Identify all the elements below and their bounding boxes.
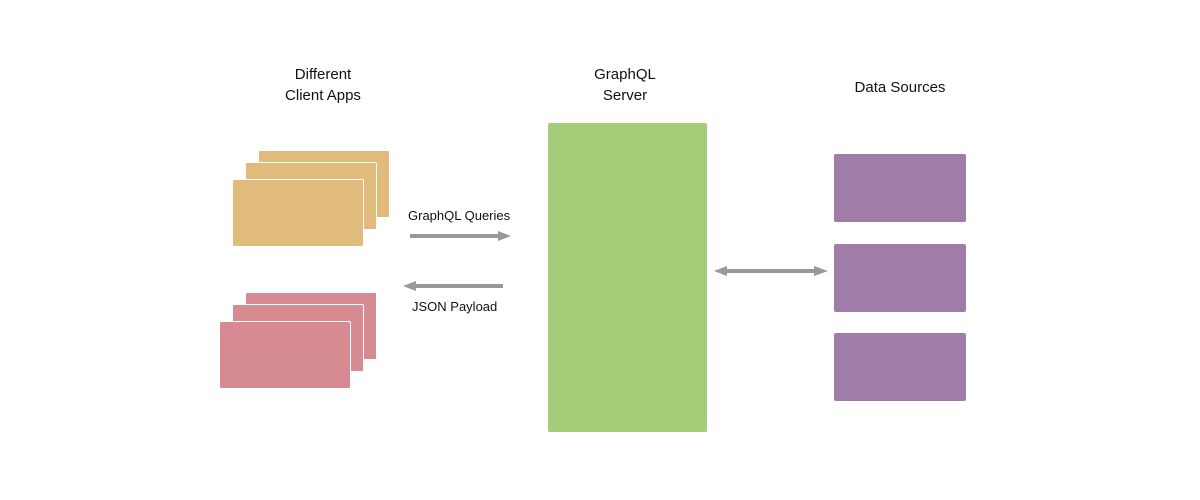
queries-label: GraphQL Queries — [408, 208, 511, 223]
clients-heading: Different Client Apps — [253, 64, 393, 106]
data-source-block-3 — [834, 333, 966, 401]
queries-arrow — [410, 231, 511, 241]
queries-arrow-head — [498, 231, 511, 241]
sources-heading-line-1: Data Sources — [854, 79, 946, 96]
client-app-card — [219, 321, 351, 389]
server-data-arrow-head-left — [714, 266, 727, 276]
server-data-arrow-head-right — [814, 266, 828, 276]
server-data-arrow — [714, 266, 828, 276]
clients-heading-line-2: Client Apps — [285, 87, 361, 104]
client-app-card — [232, 179, 364, 247]
payload-arrow-head — [403, 281, 416, 291]
server-heading-line-2: Server — [602, 87, 648, 104]
clients-heading-line-1: Different — [294, 66, 352, 83]
sources-heading: Data Sources — [830, 77, 970, 98]
payload-label: JSON Payload — [412, 299, 498, 314]
server-heading-line-1: GraphQL — [594, 66, 656, 83]
payload-arrow — [403, 281, 503, 291]
data-source-block-2 — [834, 244, 966, 312]
graphql-server-block — [548, 123, 707, 432]
data-source-block-1 — [834, 154, 966, 222]
server-heading: GraphQL Server — [555, 64, 695, 106]
